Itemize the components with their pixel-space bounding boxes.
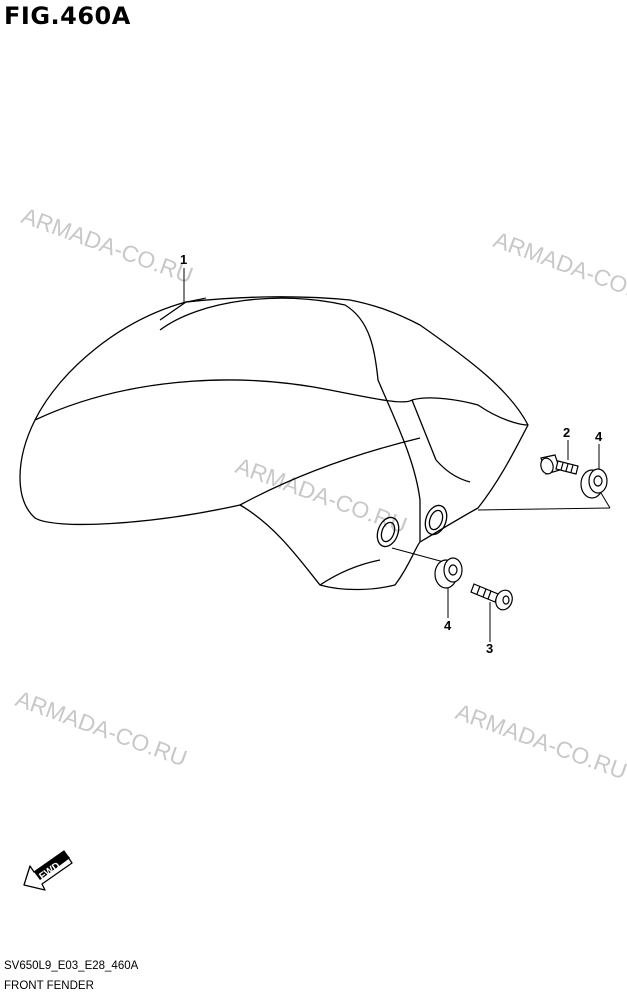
mounting-holes [376, 504, 448, 548]
mounting-hole [376, 516, 400, 548]
mounting-hole-inner [380, 521, 396, 543]
fender-stay-edge [435, 459, 471, 483]
fender-crown-line [159, 297, 379, 381]
fender-outline [19, 296, 529, 591]
grommet-part-4 [434, 557, 463, 589]
bolt-part-2 [540, 454, 579, 475]
figure-title: FIG.460A [4, 2, 131, 30]
fender-inner-line [377, 379, 421, 542]
watermark-text: ARMADA-CO.RU [490, 226, 627, 312]
watermark-text: ARMADA-CO.RU [452, 698, 627, 784]
mounting-hole-inner [428, 509, 444, 531]
watermark-text: ARMADA-CO.RU [12, 685, 190, 771]
front-fender [19, 296, 529, 591]
fender-stay-arm [411, 397, 529, 426]
diagram-code: SV650L9_E03_E28_460A [4, 960, 139, 972]
callout-4: 4 [444, 618, 452, 633]
fender-ridge-line [34, 379, 413, 421]
watermark-text: ARMADA-CO.RU [18, 202, 196, 288]
callout-3: 3 [486, 641, 493, 656]
grommet-part-4 [580, 468, 608, 499]
fwd-arrow-icon: FWD [23, 850, 73, 891]
callout-1: 1 [180, 252, 187, 267]
figure-caption: FRONT FENDER [4, 980, 94, 992]
bolt-part-3 [470, 583, 513, 611]
fender-lower-lip [319, 559, 381, 586]
callout-4: 4 [595, 429, 603, 444]
callout-2: 2 [563, 425, 570, 440]
fender-side-line [411, 399, 437, 461]
mounting-hole [424, 504, 448, 536]
fender-tail-line [239, 437, 421, 506]
